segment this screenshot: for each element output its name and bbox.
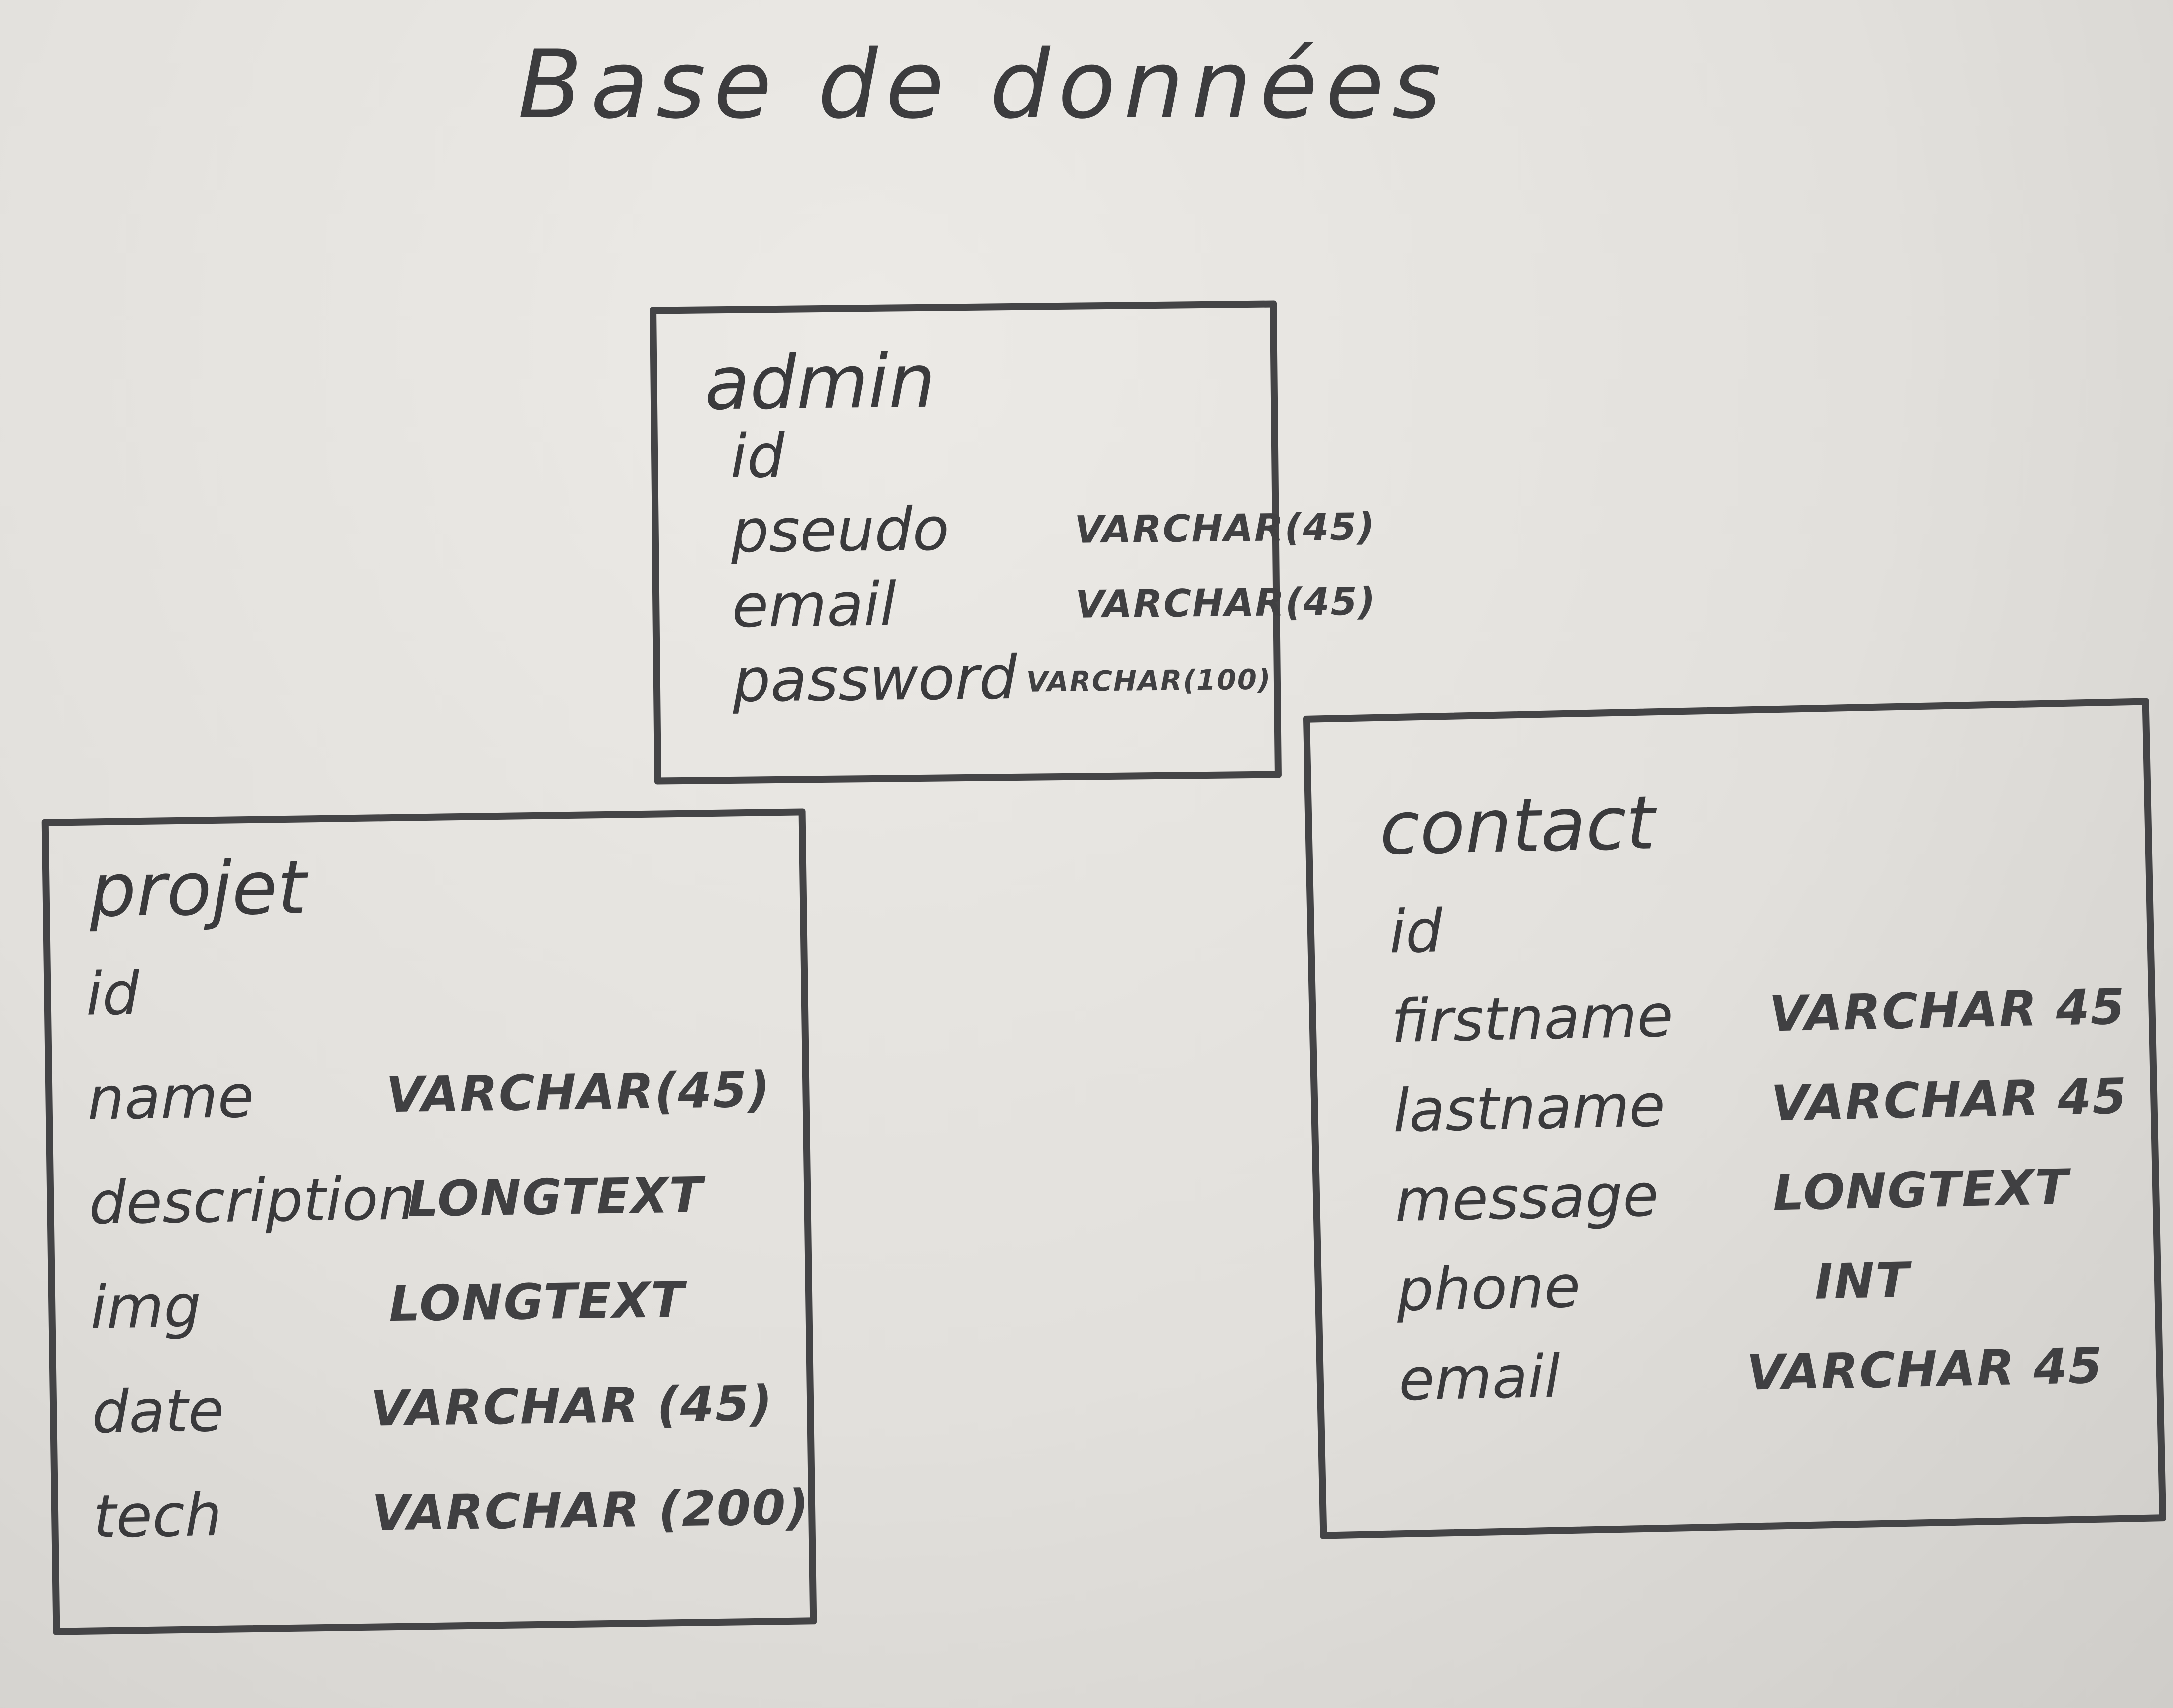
field-name: email bbox=[1398, 1342, 1561, 1414]
field-type: VARCHAR 45 bbox=[1770, 1068, 2128, 1133]
field-type: INT bbox=[1814, 1252, 1911, 1311]
field-row: message LONGTEXT bbox=[1394, 1150, 2167, 1256]
field-name: tech bbox=[93, 1480, 222, 1551]
table-projet: projet id name VARCHAR(45) description L… bbox=[41, 808, 817, 1635]
field-name: id bbox=[85, 959, 140, 1029]
field-row: password VARCHAR(100) bbox=[732, 640, 1281, 721]
field-row: lastname VARCHAR 45 bbox=[1392, 1061, 2165, 1166]
field-type: LONGTEXT bbox=[1772, 1159, 2070, 1222]
table-name: projet bbox=[89, 845, 307, 934]
table-contact: contact id firstname VARCHAR 45 lastname… bbox=[1303, 698, 2167, 1539]
field-name: img bbox=[90, 1272, 202, 1342]
field-type: VARCHAR 45 bbox=[1746, 1337, 2104, 1402]
field-row: pseudo VARCHAR(45) bbox=[731, 491, 1376, 572]
field-type: VARCHAR(45) bbox=[385, 1062, 771, 1124]
field-row: email VARCHAR 45 bbox=[1398, 1329, 2171, 1435]
field-row: id bbox=[86, 950, 809, 1064]
field-row: email VARCHAR(45) bbox=[731, 566, 1377, 646]
field-name: date bbox=[91, 1376, 225, 1447]
field-row: firstname VARCHAR 45 bbox=[1390, 971, 2163, 1076]
diagram-title: Base de données bbox=[518, 30, 1449, 140]
field-name: id bbox=[1388, 896, 1444, 966]
field-row: date VARCHAR (45) bbox=[91, 1368, 814, 1482]
table-name: contact bbox=[1378, 780, 1656, 871]
field-name: password bbox=[732, 643, 1018, 716]
field-type: VARCHAR(100) bbox=[1026, 663, 1272, 699]
field-row: id bbox=[730, 417, 1278, 497]
field-row: tech VARCHAR (200) bbox=[93, 1472, 816, 1587]
field-row: id bbox=[1389, 881, 2162, 987]
field-name: id bbox=[730, 422, 785, 492]
field-type: LONGTEXT bbox=[388, 1272, 686, 1333]
table-name: admin bbox=[704, 338, 936, 427]
field-type: LONGTEXT bbox=[407, 1167, 704, 1228]
field-type: VARCHAR(45) bbox=[1075, 579, 1377, 627]
field-row: description LONGTEXT bbox=[88, 1159, 811, 1273]
field-name: message bbox=[1394, 1161, 1659, 1235]
field-name: pseudo bbox=[731, 495, 950, 566]
field-type: VARCHAR (45) bbox=[370, 1375, 774, 1438]
field-name: lastname bbox=[1392, 1070, 1666, 1146]
field-name: name bbox=[87, 1062, 255, 1133]
field-list: id firstname VARCHAR 45 lastname VARCHAR… bbox=[1389, 881, 2171, 1435]
field-name: firstname bbox=[1390, 981, 1674, 1056]
field-row: phone INT bbox=[1396, 1240, 2169, 1345]
field-row: img LONGTEXT bbox=[90, 1263, 813, 1378]
field-type: VARCHAR (200) bbox=[371, 1479, 810, 1542]
field-type: VARCHAR(45) bbox=[1074, 504, 1376, 552]
field-list: id name VARCHAR(45) description LONGTEXT… bbox=[86, 950, 816, 1587]
table-admin: admin id pseudo VARCHAR(45) email VARCHA… bbox=[650, 300, 1377, 785]
field-row: name VARCHAR(45) bbox=[87, 1054, 810, 1169]
field-name: phone bbox=[1396, 1252, 1581, 1325]
field-name: description bbox=[88, 1164, 416, 1238]
field-name: email bbox=[731, 570, 897, 641]
field-type: VARCHAR 45 bbox=[1768, 978, 2126, 1043]
field-list: id pseudo VARCHAR(45) email VARCHAR(45) … bbox=[730, 417, 1377, 721]
